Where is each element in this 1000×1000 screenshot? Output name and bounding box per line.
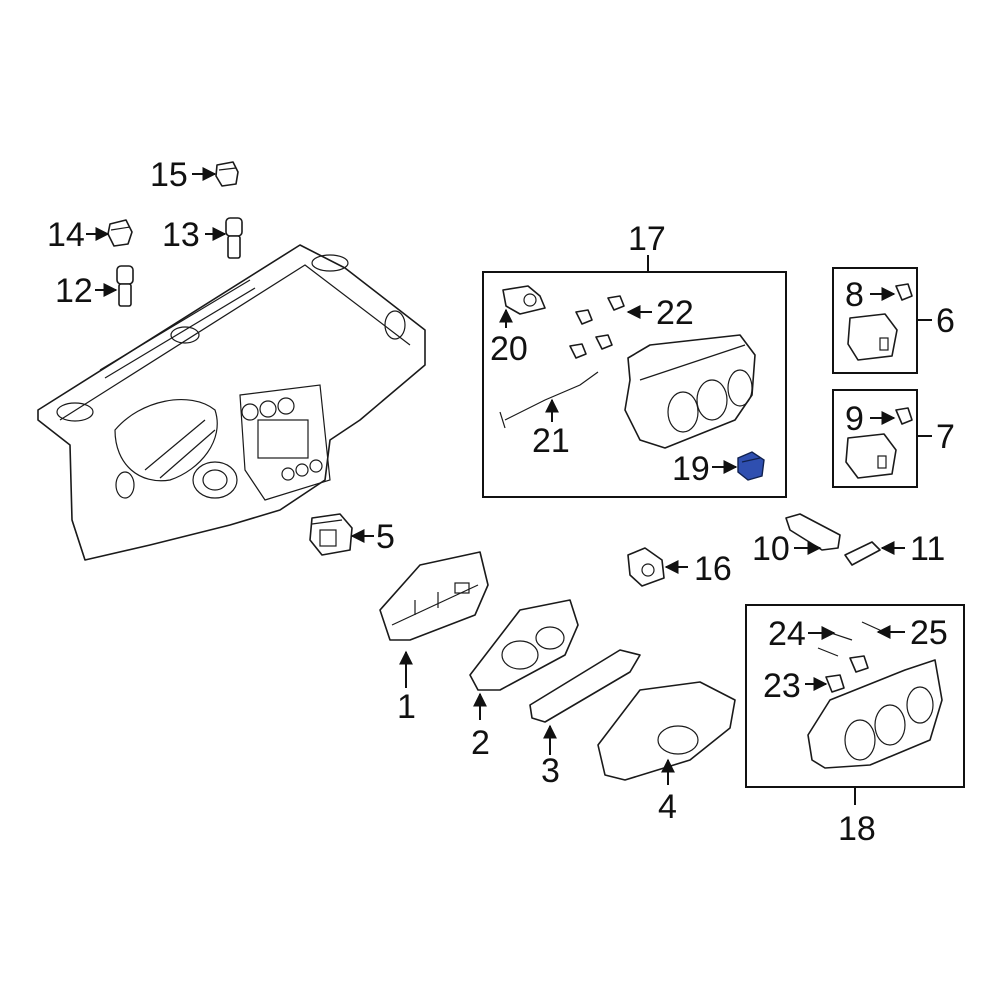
callout-12: 12 (55, 272, 93, 310)
callout-13: 13 (162, 216, 200, 254)
part-8-bulb (895, 283, 913, 301)
part-12-bulb (116, 265, 134, 307)
callout-10: 10 (752, 530, 790, 568)
callout-2: 2 (471, 724, 490, 762)
part-11-bracket (844, 541, 881, 566)
leader-lines (86, 167, 932, 805)
callout-21: 21 (532, 422, 570, 460)
part-15-knob (215, 161, 239, 187)
callout-6: 6 (936, 302, 955, 340)
part-10-bracket (785, 513, 841, 551)
callout-8: 8 (845, 276, 864, 314)
callout-11: 11 (910, 530, 945, 568)
part-5-switch (309, 513, 353, 556)
callout-3: 3 (541, 752, 560, 790)
callouts: 15 14 13 12 5 1 2 3 4 17 20 22 21 19 8 6… (47, 156, 955, 848)
callout-20: 20 (490, 330, 528, 368)
callout-17: 17 (628, 220, 666, 258)
part-16-sensor (627, 547, 665, 587)
part-18-control-unit (807, 659, 943, 769)
part-17-control-unit (624, 334, 756, 449)
part-22-bulbs (569, 295, 625, 359)
part-21-cable (499, 371, 599, 429)
dashboard-illustration (37, 244, 426, 561)
callout-5: 5 (376, 518, 395, 556)
callout-22: 22 (656, 294, 694, 332)
part-25-screw (861, 621, 885, 633)
callout-4: 4 (658, 788, 677, 826)
callout-15: 15 (150, 156, 188, 194)
callout-18: 18 (838, 810, 876, 848)
callout-25: 25 (910, 614, 948, 652)
part-1-cluster-housing (379, 551, 489, 641)
part-9-bulb (895, 407, 913, 425)
callout-14: 14 (47, 216, 85, 254)
callout-16: 16 (694, 550, 732, 588)
part-6-switch (847, 313, 898, 361)
part-7-switch (845, 433, 897, 479)
callout-23: 23 (763, 667, 801, 705)
part-3-lens (529, 649, 641, 723)
group-box-7 (832, 389, 918, 488)
part-2-cluster-panel (469, 599, 579, 691)
callout-9: 9 (845, 400, 864, 438)
part-20-switch (502, 285, 546, 315)
callout-24: 24 (768, 615, 806, 653)
callout-19: 19 (672, 450, 710, 488)
callout-1: 1 (397, 688, 416, 726)
part-23-bulbs (825, 655, 869, 693)
part-24-screw (817, 631, 853, 657)
part-4-cluster-bezel (597, 681, 736, 781)
part-13-bulb (225, 217, 243, 259)
part-14-knob (107, 219, 133, 247)
part-19-knob-highlighted (737, 451, 765, 481)
callout-7: 7 (936, 418, 955, 456)
group-box-17 (482, 271, 787, 498)
